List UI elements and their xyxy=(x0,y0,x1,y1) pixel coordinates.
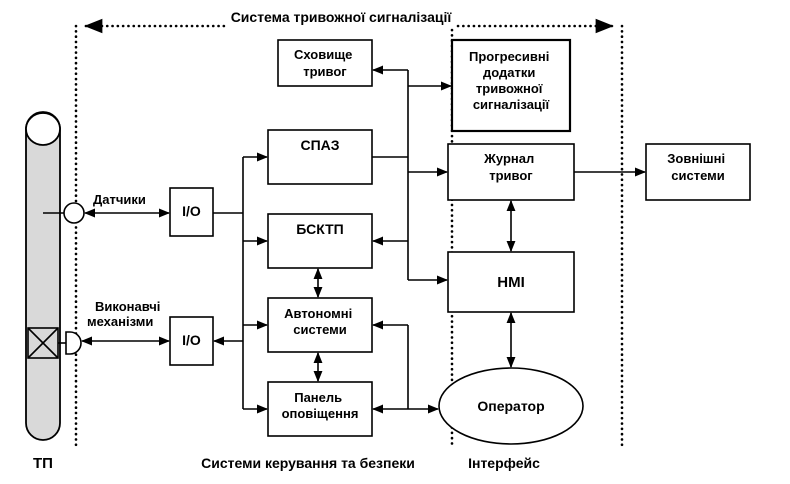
sensor-icon xyxy=(63,202,85,224)
process-pipe xyxy=(25,111,85,441)
external-systems-box xyxy=(645,143,751,201)
spaz-box xyxy=(267,129,373,185)
spaz-label: СПАЗ xyxy=(300,137,339,153)
external-systems-label: Зовнішні системи xyxy=(667,151,728,183)
io-top-label: I/O xyxy=(182,203,201,219)
actuators-label: Виконавчі механізми xyxy=(87,299,164,329)
notification-panel-label: Панель оповіщення xyxy=(282,390,359,421)
control-systems-label: Системи керування та безпеки xyxy=(201,455,415,471)
operator-label: Оператор xyxy=(477,398,544,414)
sensors-label: Датчики xyxy=(93,192,146,207)
bsktp-box xyxy=(267,213,373,269)
tp-label: ТП xyxy=(33,455,53,472)
notification-panel-box xyxy=(267,381,373,437)
io-bottom-label: I/O xyxy=(182,332,201,348)
valve-icon xyxy=(27,327,82,359)
alarm-journal-box xyxy=(447,143,575,201)
autonomous-systems-label: Автономні системи xyxy=(284,306,356,337)
alarm-journal-label: Журнал тривог xyxy=(483,151,538,183)
alarm-storage-label: Сховище тривог xyxy=(294,47,356,79)
alarm-storage-box xyxy=(277,39,373,87)
hmi-label: HMI xyxy=(497,274,525,291)
io-top-box xyxy=(169,187,214,237)
hmi-box xyxy=(447,251,575,313)
interface-label: Інтерфейс xyxy=(468,455,540,471)
advanced-apps-box xyxy=(450,38,572,133)
system-title: Система тривожної сигналізації xyxy=(231,9,453,25)
advanced-apps-label: Прогресивні додатки тривожної сигналізац… xyxy=(469,49,553,112)
bsktp-label: БСКТП xyxy=(296,221,344,237)
